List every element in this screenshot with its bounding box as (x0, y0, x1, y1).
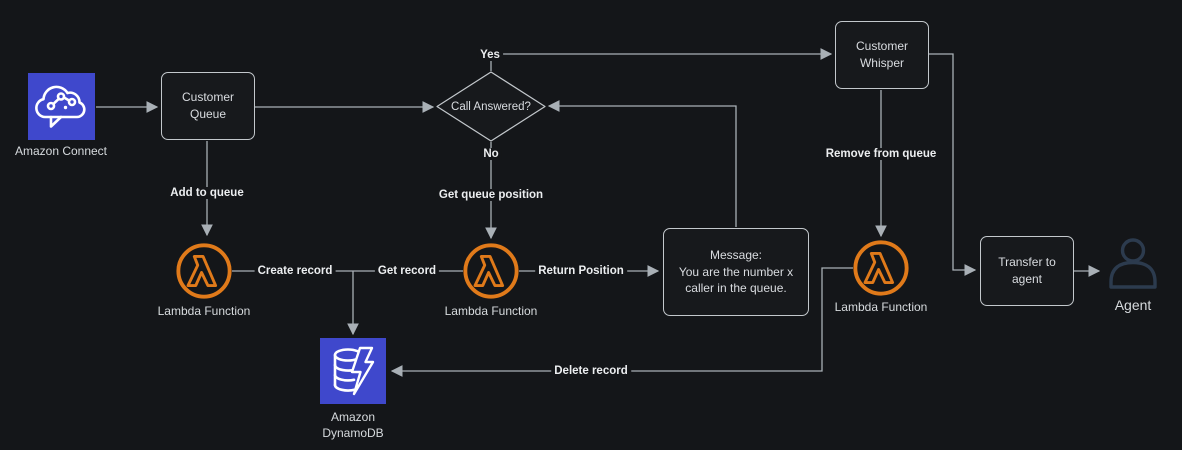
lambda-position-label: Lambda Function (444, 304, 538, 318)
agent-label: Agent (1114, 297, 1152, 313)
customer-whisper-label: Customer Whisper (855, 39, 908, 70)
customer-queue-node[interactable]: Customer Queue (161, 72, 255, 140)
edge-label-remove-from-queue: Remove from queue (822, 148, 940, 160)
lambda-icon (463, 243, 519, 299)
edge-label-delete-record: Delete record (551, 365, 631, 377)
lambda-position-node[interactable] (461, 241, 521, 301)
edge-yes-to-whisper (490, 48, 833, 71)
call-answered-label: Call Answered? (451, 101, 531, 113)
decision-diamond[interactable] (436, 71, 546, 142)
customer-queue-label: Customer Queue (181, 90, 234, 121)
lambda-icon (176, 243, 232, 299)
agent-person-icon (1109, 238, 1157, 289)
dynamodb-label: Amazon DynamoDB (322, 410, 384, 440)
agent-node[interactable] (1102, 235, 1164, 297)
dynamodb-database-icon (333, 346, 375, 396)
message-line-2: You are the number x (678, 264, 794, 279)
edge-label-no: No (480, 148, 502, 160)
connect-cloud-icon (35, 85, 86, 128)
edge-label-add-to-queue: Add to queue (167, 187, 247, 199)
lambda-remove-label: Lambda Function (834, 300, 928, 314)
dynamodb-icon[interactable] (320, 338, 386, 404)
lambda-add-node[interactable] (174, 241, 234, 301)
message-line-1: Message: (709, 247, 763, 262)
transfer-node[interactable]: Transfer to agent (980, 236, 1074, 306)
message-line-3: caller in the queue. (685, 281, 787, 296)
amazon-connect-label: Amazon Connect (14, 144, 108, 158)
edge-label-yes: Yes (477, 49, 503, 61)
customer-whisper-node[interactable]: Customer Whisper (835, 21, 929, 89)
lambda-remove-node[interactable] (851, 238, 911, 298)
message-node[interactable]: Message: You are the number x caller in … (663, 228, 809, 316)
edge-label-create-record: Create record (254, 265, 336, 277)
transfer-label: Transfer to agent (998, 255, 1056, 286)
lambda-icon (853, 240, 909, 296)
edge-label-return-position: Return Position (535, 265, 627, 277)
amazon-connect-icon[interactable] (28, 73, 95, 140)
lambda-add-label: Lambda Function (157, 304, 251, 318)
edge-label-get-record: Get record (374, 265, 440, 277)
edge-whisper-to-transfer (929, 53, 977, 276)
edge-label-get-queue-position: Get queue position (435, 189, 547, 201)
edge-message-loop (547, 100, 737, 227)
